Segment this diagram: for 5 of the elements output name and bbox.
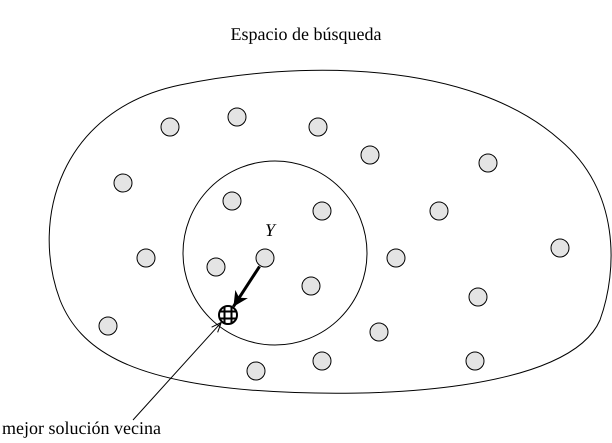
arrow [232,266,261,308]
point-label: Y [265,220,276,241]
callout-text: mejor solución vecina [2,418,161,439]
diagram-heading: Espacio de búsqueda [230,24,382,45]
leader-line [132,322,222,420]
